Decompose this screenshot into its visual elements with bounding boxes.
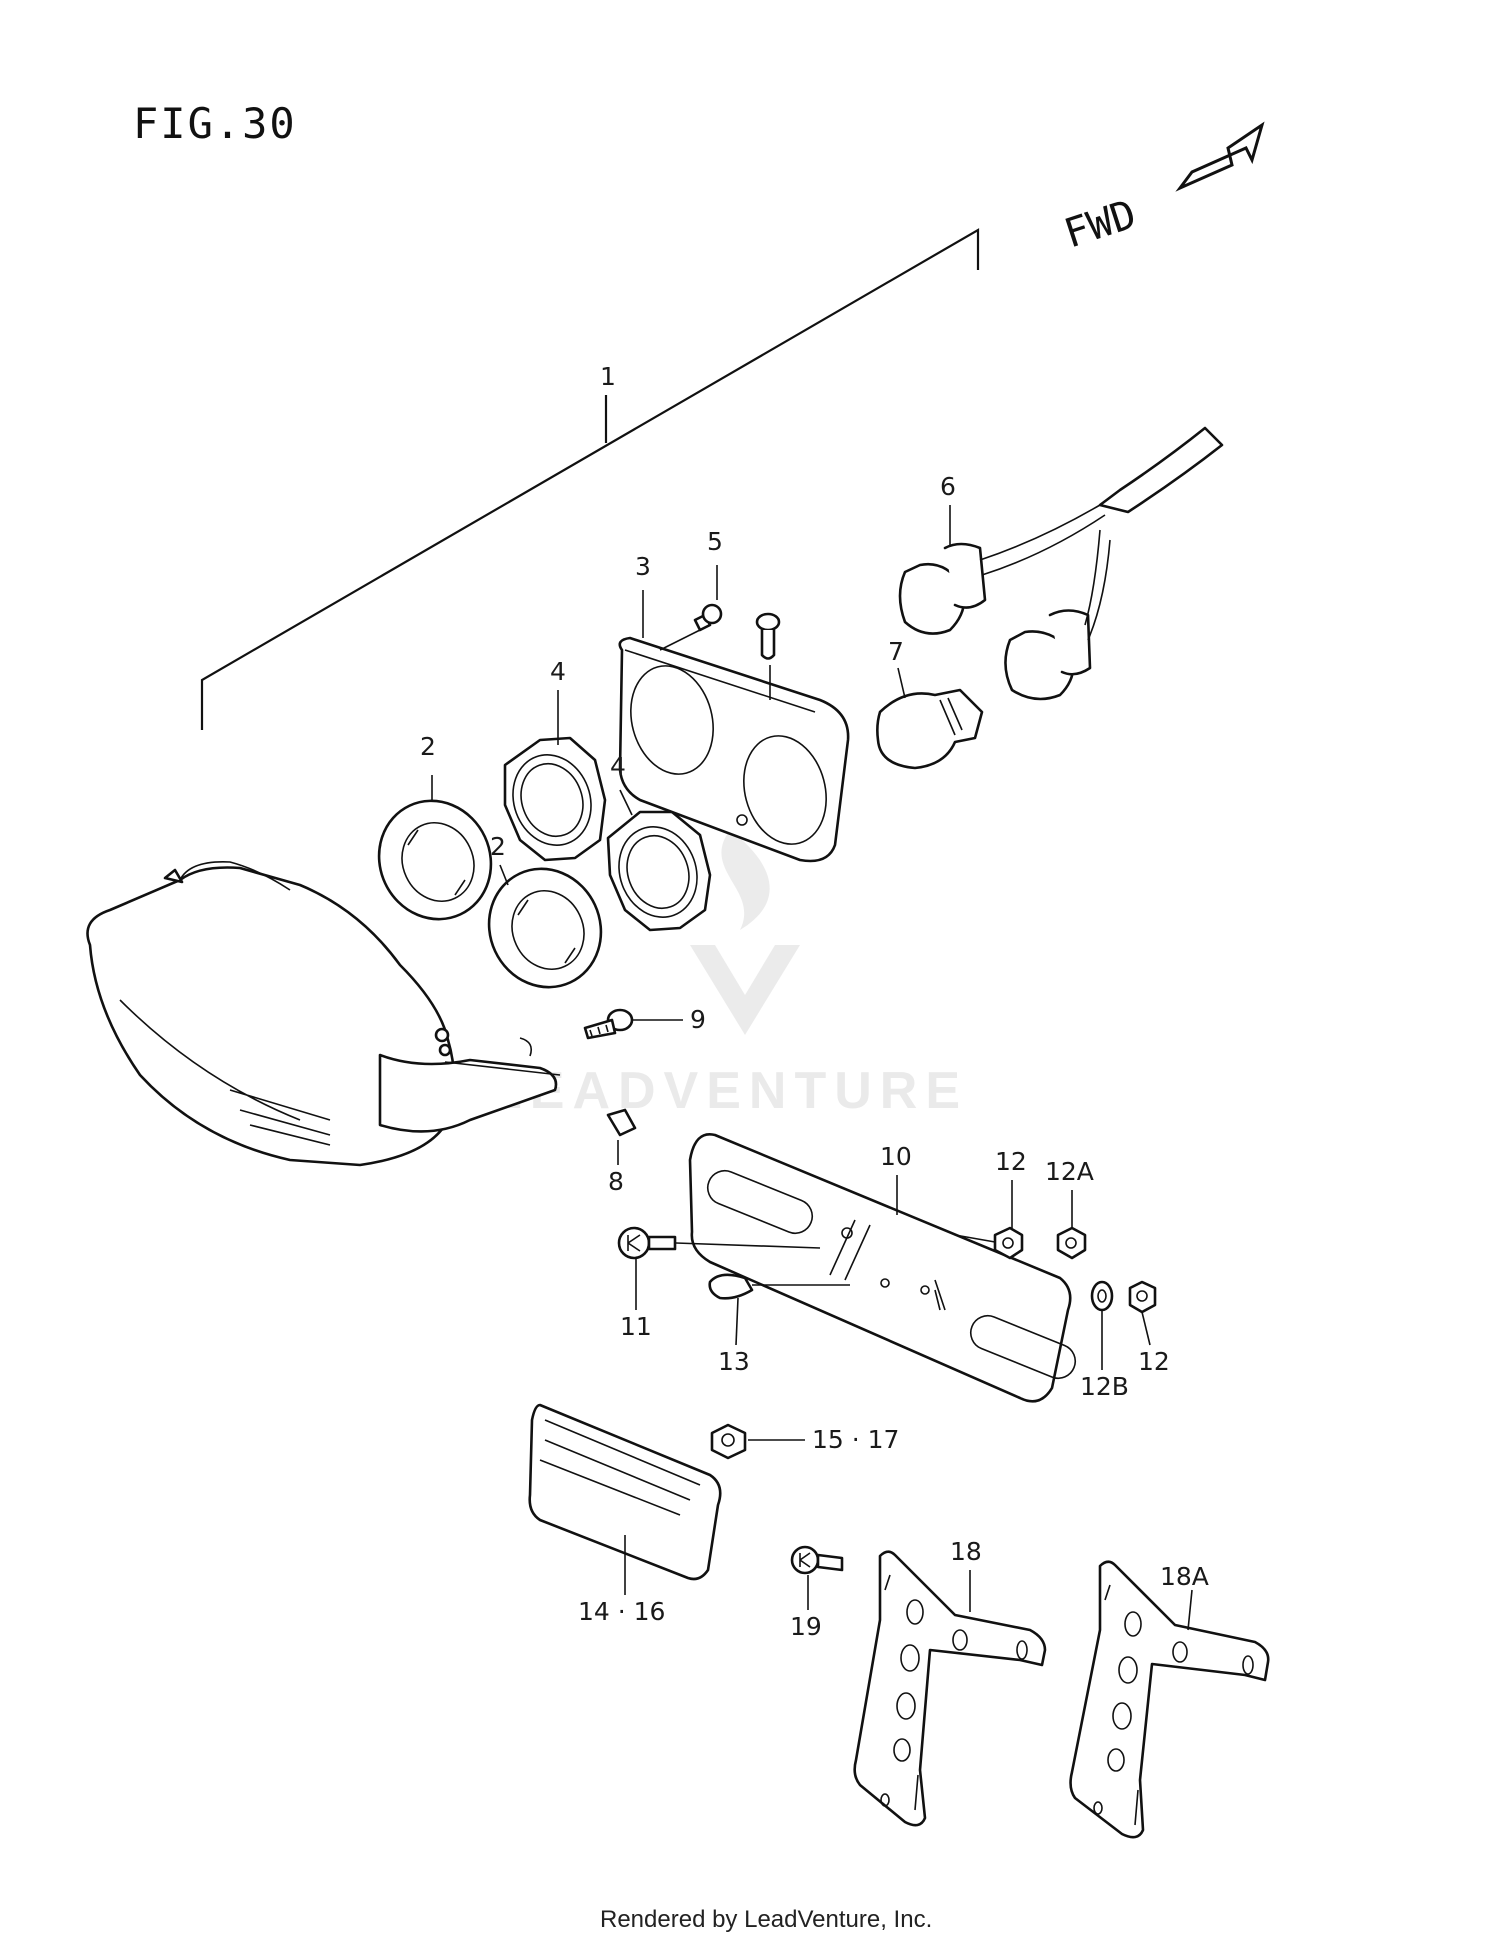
part-screw-small xyxy=(693,603,723,632)
part-lens-ring-upper xyxy=(377,799,493,921)
part-stay-bracket-18A xyxy=(1069,1560,1270,1839)
part-socket-harness xyxy=(898,426,1224,701)
part-nut-12A xyxy=(1056,1226,1087,1260)
part-lens-ring-lower xyxy=(487,867,603,989)
watermark-logo: LEADVENTURE xyxy=(490,830,968,1120)
part-screw-9 xyxy=(583,1008,634,1040)
label-5: 5 xyxy=(707,527,723,556)
part-bulb xyxy=(876,688,984,770)
part-clip-8 xyxy=(606,1108,637,1137)
part-reflector xyxy=(528,1403,722,1581)
part-bolt-19 xyxy=(790,1545,844,1575)
label-15-17: 15 · 17 xyxy=(812,1425,899,1454)
label-2-upper: 2 xyxy=(420,732,436,761)
label-12B: 12B xyxy=(1080,1372,1129,1401)
assembly-bracket xyxy=(200,228,980,730)
label-8: 8 xyxy=(608,1167,624,1196)
watermark-text: LEADVENTURE xyxy=(490,1062,968,1120)
part-nut-12-upper xyxy=(993,1226,1024,1260)
part-license-bracket xyxy=(688,1133,1077,1403)
label-18: 18 xyxy=(950,1537,982,1566)
forward-indicator: FWD xyxy=(1059,121,1265,258)
label-19: 19 xyxy=(790,1612,822,1641)
label-3: 3 xyxy=(635,552,651,581)
part-nut-12-lower xyxy=(1128,1280,1157,1314)
label-4-lower: 4 xyxy=(610,752,626,781)
label-12A: 12A xyxy=(1045,1157,1094,1186)
part-socket-ring-lower xyxy=(606,810,712,932)
figure-title: FIG.30 xyxy=(133,99,297,148)
label-12-lower: 12 xyxy=(1138,1347,1170,1376)
part-nut-15 xyxy=(710,1423,747,1460)
fwd-label: FWD xyxy=(1059,191,1142,257)
part-grommet-13 xyxy=(708,1273,754,1300)
part-screw-upright xyxy=(755,612,781,660)
label-2-lower: 2 xyxy=(490,832,506,861)
label-14-16: 14 · 16 xyxy=(578,1597,665,1626)
part-washer-12B xyxy=(1090,1280,1114,1312)
label-9: 9 xyxy=(690,1005,706,1034)
label-18A: 18A xyxy=(1160,1562,1209,1591)
part-tail-lamp-housing xyxy=(86,861,561,1167)
label-11: 11 xyxy=(620,1312,652,1341)
label-7: 7 xyxy=(888,637,904,666)
label-1: 1 xyxy=(600,362,616,391)
part-bolt-11 xyxy=(617,1226,677,1260)
leader-lines xyxy=(431,505,1193,1631)
label-4-upper: 4 xyxy=(550,657,566,686)
label-13: 13 xyxy=(718,1347,750,1376)
label-6: 6 xyxy=(940,472,956,501)
callout-labels: 1 2 2 3 4 4 5 6 7 8 9 10 11 12 12A 12 12… xyxy=(420,362,1209,1641)
part-gasket-plate xyxy=(618,636,850,863)
label-12-upper: 12 xyxy=(995,1147,1027,1176)
footer-credit: Rendered by LeadVenture, Inc. xyxy=(600,1906,932,1933)
fwd-arrow-icon xyxy=(1175,121,1265,192)
part-stay-bracket-18 xyxy=(853,1550,1047,1827)
part-socket-ring-upper xyxy=(503,736,607,862)
label-10: 10 xyxy=(880,1142,912,1171)
